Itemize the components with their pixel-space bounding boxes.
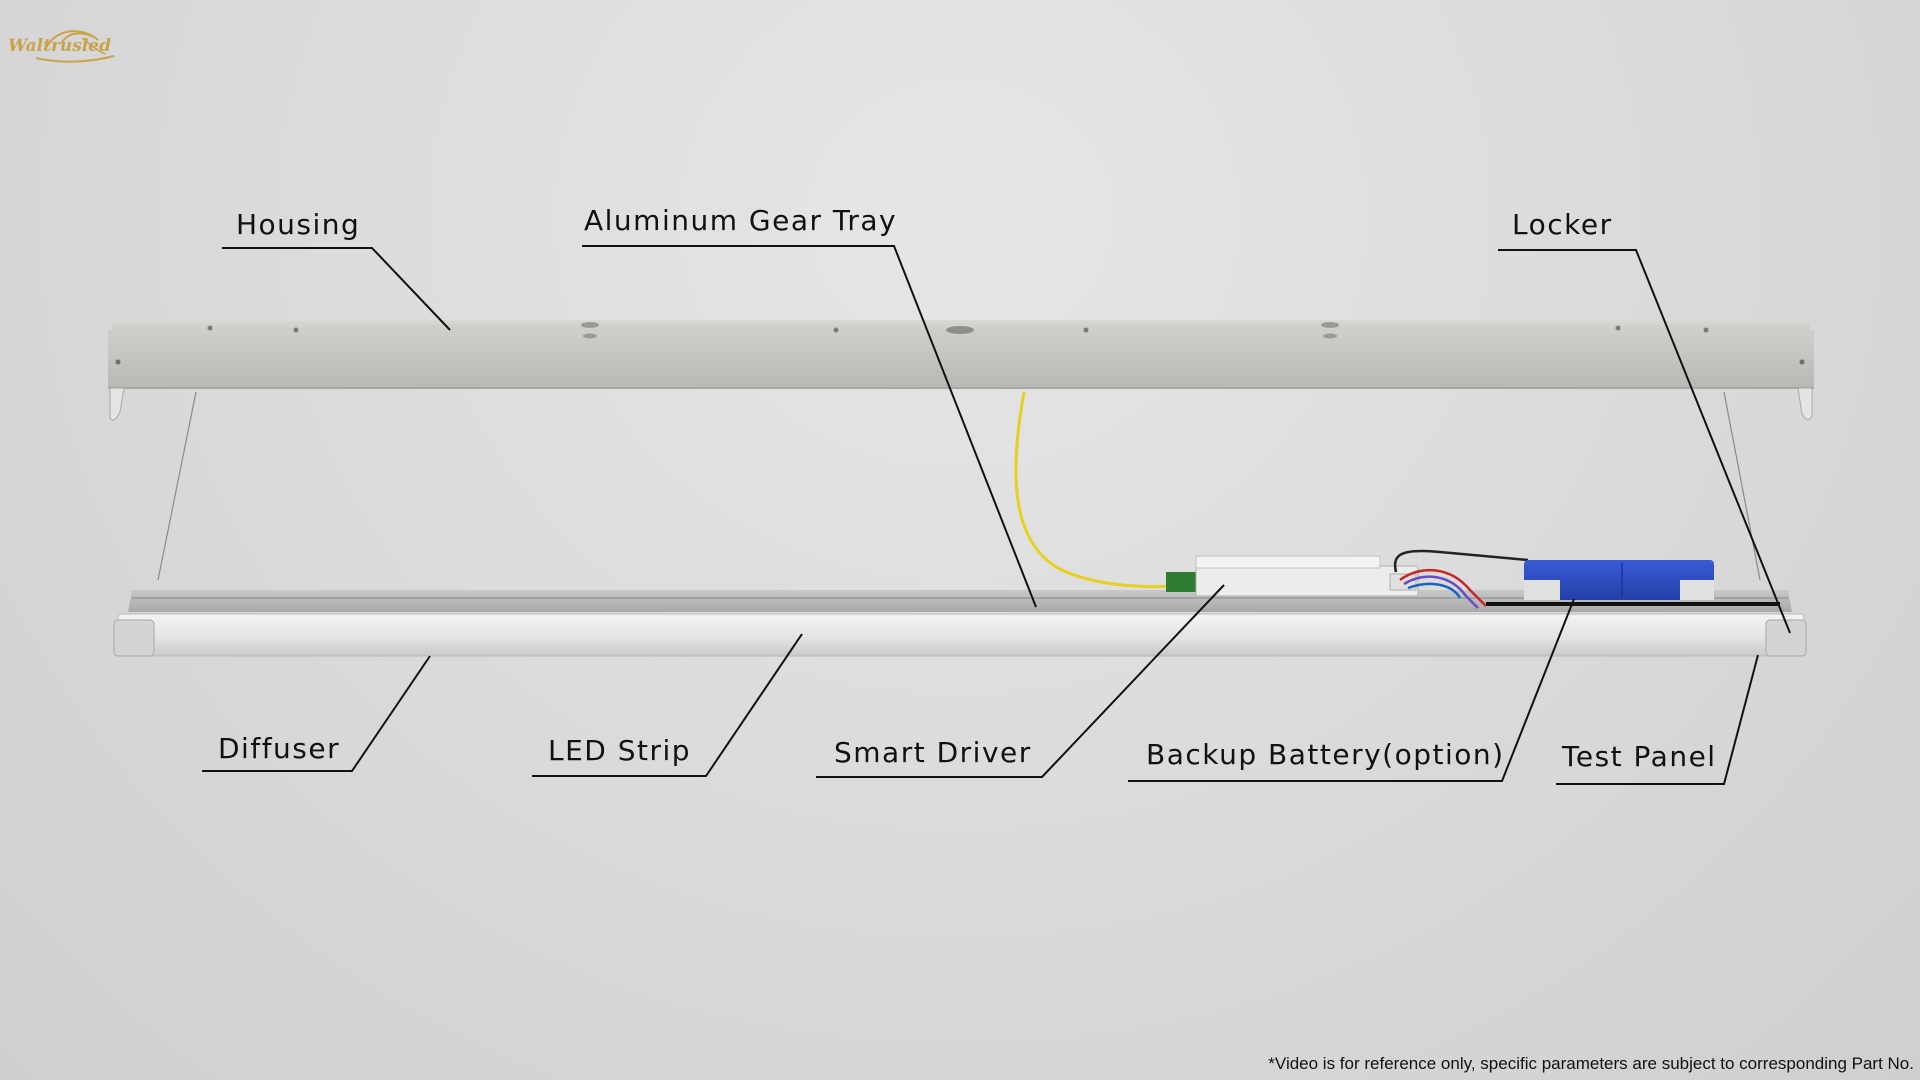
gear-tray-leader [582,245,1037,608]
diffuser-leader [202,655,431,772]
smart-driver [1166,555,1419,597]
label-locker: Locker [1512,208,1613,241]
label-smart-driver: Smart Driver [834,736,1032,769]
label-diffuser: Diffuser [218,732,341,765]
brand-logo: Waltrusled [6,18,118,66]
label-housing: Housing [236,208,361,241]
test-panel-leader [1556,654,1759,785]
backup-battery [1524,560,1714,600]
smart-driver-leader [816,584,1225,778]
supply-wire [1014,391,1171,589]
housing [108,318,1814,421]
led-strip-leader [532,633,803,777]
brand-name: Waltrusled [8,36,111,56]
label-aluminum-gear-tray: Aluminum Gear Tray [584,204,898,237]
label-backup-battery: Backup Battery(option) [1146,738,1505,771]
locker-leader [1498,249,1791,634]
housing-leader [222,247,451,331]
diffuser-body [113,613,1807,657]
callout-lines [202,245,1791,785]
label-test-panel: Test Panel [1562,740,1717,773]
suspension-wires [157,391,1761,581]
backup-battery-leader [1128,598,1575,782]
disclaimer-text: *Video is for reference only, specific p… [1268,1054,1914,1073]
logo-swoosh-icon [35,30,115,63]
battery-wires [1393,549,1780,609]
label-led-strip: LED Strip [548,734,692,767]
